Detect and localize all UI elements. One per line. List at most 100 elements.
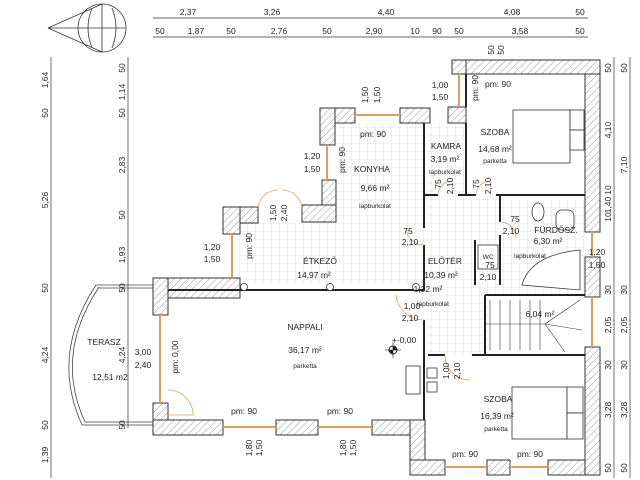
opening-label: 1,20 <box>589 247 606 257</box>
room-floor-szoba1: parketta <box>483 158 507 165</box>
dimension-label: 2,83 <box>117 156 127 173</box>
dimension-label: 30 <box>619 360 629 370</box>
room-area-wc: 1,32 m² <box>414 284 443 294</box>
opening-label: 1,50 <box>254 439 264 456</box>
dimension-label: 50 <box>619 463 629 473</box>
dimension-label: 1,14 <box>117 83 127 100</box>
dimension-label: 4,08 <box>504 7 521 17</box>
opening-label: 1,50 <box>372 86 382 103</box>
dimension-label: 50 <box>575 26 585 36</box>
dimension-label: 2,90 <box>366 26 383 36</box>
room-area-szoba1: 14,68 m² <box>478 144 512 154</box>
opening-label: pm: 90 <box>337 147 347 173</box>
dimension-label: 50 <box>454 26 464 36</box>
opening-label: pm: 0,00 <box>170 340 180 373</box>
opening-label: 2,10 <box>402 237 419 247</box>
opening-label: 1,80 <box>338 439 348 456</box>
dimension-label: 50 <box>603 463 613 473</box>
room-floor-nappali: parketta <box>293 363 317 370</box>
room-area-stairs: 6,04 m² <box>526 309 555 319</box>
room-floor-eloter-lower: lapburkolat <box>417 301 449 308</box>
dimension-label: 1,87 <box>188 26 205 36</box>
room-name-szoba2: SZOBA <box>484 394 513 404</box>
room-area-furdo: 6,30 m² <box>534 236 563 246</box>
opening-label: 1,50 <box>204 254 221 264</box>
dimension-label: 10 <box>603 185 613 195</box>
dimension-label: 2,05 <box>619 316 629 333</box>
opening-label: 1,80 <box>244 439 254 456</box>
dimension-label: 50 <box>40 420 50 430</box>
opening-label: 2,10 <box>452 362 462 379</box>
room-name-konyha: KONYHA <box>354 164 390 174</box>
door-swings <box>167 180 517 416</box>
opening-label: 75 <box>510 214 520 224</box>
room-area-szoba2: 16,39 m² <box>480 411 514 421</box>
dimension-label: 4,24 <box>117 346 127 363</box>
dimension-label: 50 <box>117 108 127 118</box>
room-floor-furdo: lapburkolat <box>514 253 546 260</box>
opening-label: pm: 90 <box>470 75 480 101</box>
opening-label: 1,00 <box>441 362 451 379</box>
room-name-etkezo: ÉTKEZŐ <box>303 256 337 266</box>
dimension-label: 1,40 <box>603 196 613 213</box>
room-area-kamra: 3,19 m² <box>431 154 460 164</box>
opening-label: 2,40 <box>279 204 289 221</box>
opening-label: 1,20 <box>304 151 321 161</box>
opening-label: 2,10 <box>503 226 520 236</box>
room-floor-konyha: lapburkolat <box>359 203 391 210</box>
dimension-label: 50 <box>117 283 127 293</box>
dimension-label: 4,24 <box>40 346 50 363</box>
dimension-label: 2,37 <box>180 7 197 17</box>
room-area-terasz: 12,51 m2 <box>92 372 128 382</box>
dimension-label: 50 <box>496 45 506 55</box>
opening-label: 75 <box>485 260 495 270</box>
opening-label: 1,50 <box>432 92 449 102</box>
dimension-label: 2,05 <box>603 316 613 333</box>
opening-label: 75 <box>433 179 443 189</box>
dimension-label: 50 <box>322 26 332 36</box>
opening-label: 1,50 <box>360 86 370 103</box>
opening-label: 1,50 <box>268 204 278 221</box>
dimension-label: 50 <box>117 210 127 220</box>
dimension-label: 4,10 <box>603 121 613 138</box>
dimension-label: 10 <box>603 212 613 222</box>
opening-label: 1,00 <box>432 80 449 90</box>
interior-walls <box>168 74 585 420</box>
level-marker-icon <box>385 342 401 358</box>
dimension-label: 30 <box>619 285 629 295</box>
opening-label: pm: 90 <box>517 449 543 459</box>
room-name-furdo: FÜRDŐSZ. <box>534 225 577 235</box>
dimension-label: 3,58 <box>512 26 529 36</box>
tiled-floors <box>237 123 585 355</box>
dimension-label: 50 <box>575 7 585 17</box>
dimension-label: 50 <box>155 26 165 36</box>
room-name-eloter: ELŐTÉR <box>428 256 462 266</box>
dimension-label: 50 <box>619 63 629 73</box>
room-name-szoba1: SZOBA <box>481 127 510 137</box>
dimension-label: 1,39 <box>40 446 50 463</box>
dimension-label: 3,28 <box>603 401 613 418</box>
wc-icon <box>477 244 499 270</box>
dimension-label: 30 <box>603 285 613 295</box>
openings <box>159 74 593 468</box>
room-name-nappali: NAPPALI <box>287 322 322 332</box>
bathtub-icon <box>521 249 581 291</box>
room-name-kamra: KAMRA <box>431 141 462 151</box>
dimension-label: 50 <box>603 63 613 73</box>
room-floor-kamra: lapburkolat <box>429 169 461 176</box>
dimension-label: 7,10 <box>619 156 629 173</box>
level-mark-label: +-0,00 <box>392 335 417 345</box>
dimension-lines <box>50 17 631 478</box>
opening-label: 1,20 <box>204 242 221 252</box>
opening-label: 1,50 <box>304 164 321 174</box>
furniture <box>240 109 585 440</box>
dimension-label: 30 <box>603 360 613 370</box>
opening-label: pm: 90 <box>485 79 511 89</box>
dimension-label: 5,26 <box>40 191 50 208</box>
opening-label: 2,10 <box>483 177 493 194</box>
dimension-label: 90 <box>432 26 442 36</box>
opening-label: 2,10 <box>402 313 419 323</box>
opening-label: 1,00 <box>404 301 421 311</box>
dimension-label: 1,93 <box>117 246 127 263</box>
